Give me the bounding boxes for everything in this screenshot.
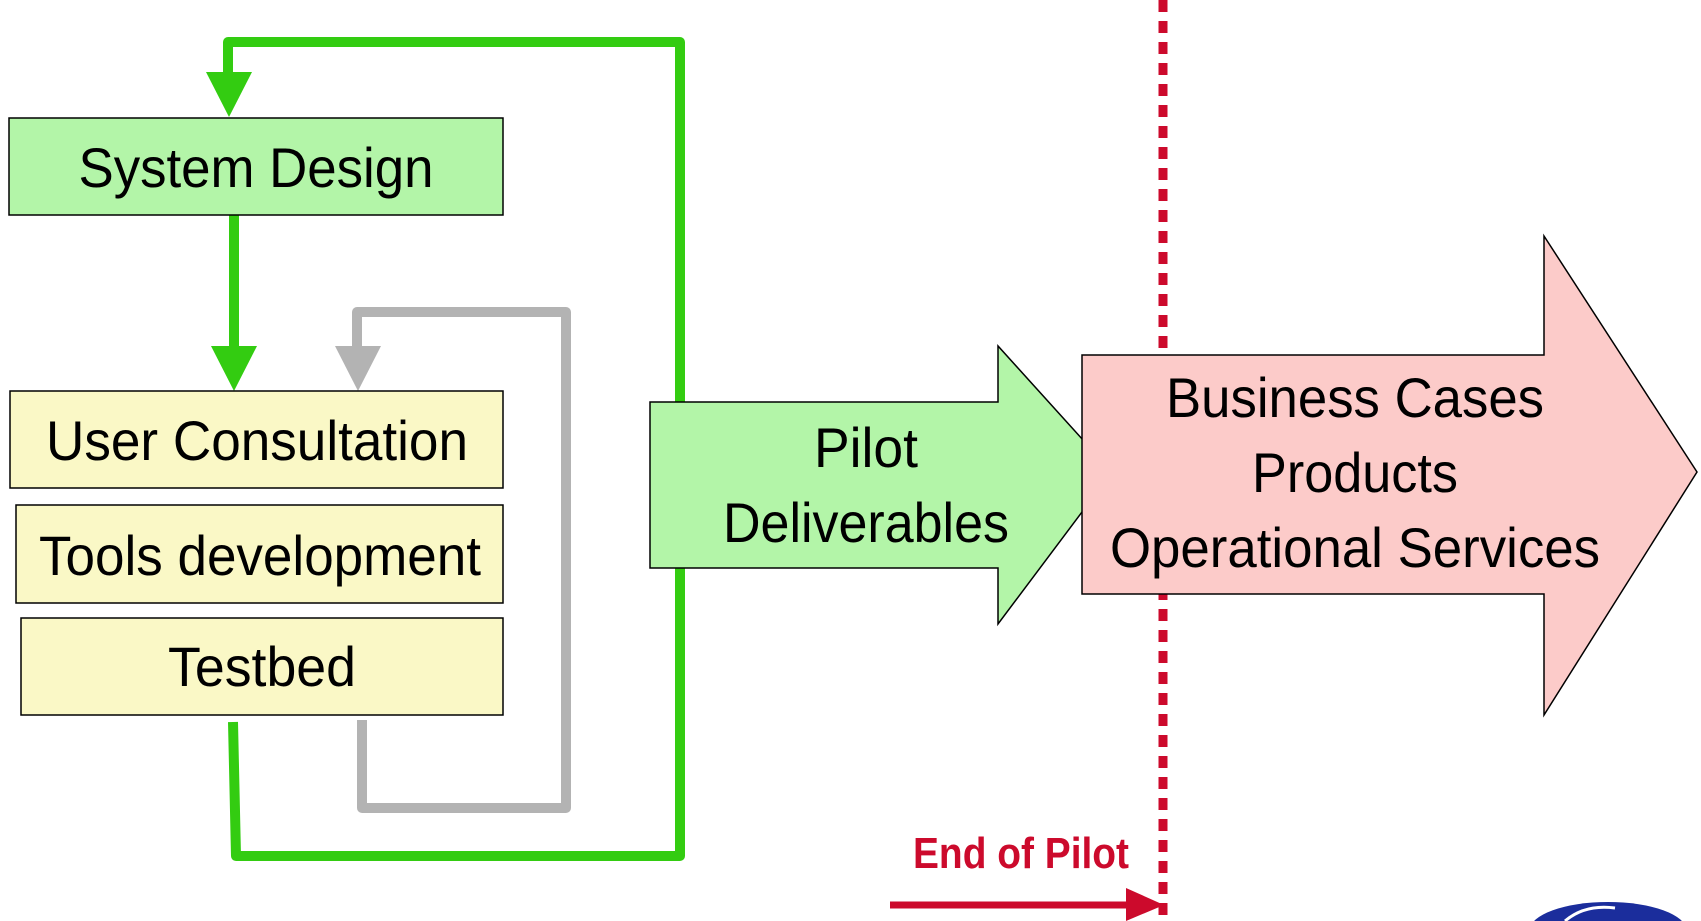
- gray-arrowhead: [335, 346, 381, 391]
- tools-development-label: Tools development: [39, 524, 481, 587]
- testbed-label: Testbed: [168, 635, 356, 698]
- testbed-box: [20, 617, 504, 716]
- products-label: Products: [1252, 441, 1458, 504]
- logo-swoosh: [1564, 905, 1616, 921]
- pilot-deliverables-arrow: [649, 344, 1113, 627]
- end-of-pilot-arrowhead: [1126, 888, 1164, 921]
- green-arrowhead-to-system-design: [206, 72, 252, 117]
- green-arrowhead-to-user-consultation: [211, 346, 257, 391]
- pilot-deliverables-line2: Deliverables: [723, 491, 1009, 554]
- business-cases-label: Business Cases: [1166, 366, 1544, 429]
- business-outcomes-arrow: [1081, 233, 1698, 718]
- user-consultation-box: [9, 390, 504, 489]
- gray-iteration-loop: [352, 307, 571, 813]
- system-design-label: System Design: [79, 136, 434, 199]
- operational-services-label: Operational Services: [1110, 516, 1600, 579]
- logo-icon: [1534, 902, 1682, 921]
- user-consultation-label: User Consultation: [46, 409, 468, 472]
- system-design-box: [8, 117, 504, 216]
- pilot-deliverables-line1: Pilot: [814, 416, 918, 479]
- end-of-pilot-label: End of Pilot: [913, 829, 1129, 878]
- tools-development-box: [15, 504, 504, 604]
